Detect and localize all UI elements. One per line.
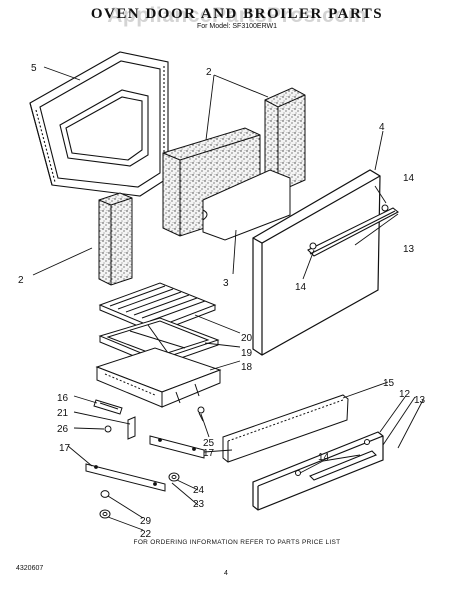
slide-rail-right (149, 435, 205, 459)
slide-rail-left (85, 463, 166, 492)
callout-21: 21 (57, 408, 69, 419)
callout-2-b: 2 (18, 275, 24, 286)
broiler-drawer-body (95, 347, 222, 408)
callout-19: 19 (241, 348, 253, 359)
ordering-note: FOR ORDERING INFORMATION REFER TO PARTS … (133, 539, 341, 546)
callout-20: 20 (241, 333, 253, 344)
callout-17-b: 17 (203, 448, 215, 459)
callout-15: 15 (383, 378, 395, 389)
inner-door-panel (29, 51, 169, 197)
broiler-liner-panel (222, 394, 349, 463)
callout-14: 14 (403, 173, 415, 184)
door-liner-panel (202, 169, 291, 241)
callout-22: 22 (140, 529, 152, 540)
leader-lines (32, 66, 424, 531)
callout-17: 17 (59, 443, 71, 454)
broiler-drawer-front (252, 431, 384, 511)
callout-14-c: 14 (318, 452, 330, 463)
diagram-number: 4320607 (16, 565, 44, 572)
screw-26 (104, 425, 112, 433)
screw-25 (197, 406, 205, 422)
roller-29-22 (99, 490, 111, 519)
callout-16: 16 (57, 393, 69, 404)
broiler-grid (98, 282, 217, 334)
callout-4: 4 (379, 122, 385, 133)
roller-24-23 (168, 472, 180, 482)
burner-bracket (93, 399, 123, 415)
callout-5: 5 (31, 63, 37, 74)
clip-21 (127, 416, 136, 440)
broiler-handle (309, 450, 377, 481)
callout-14-b: 14 (295, 282, 307, 293)
callout-23: 23 (193, 499, 205, 510)
door-handle (307, 207, 400, 257)
outer-oven-door (252, 169, 381, 356)
callout-2: 2 (206, 67, 212, 78)
callout-29: 29 (140, 516, 152, 527)
callout-25: 25 (203, 438, 215, 449)
model-subtitle: For Model: SF3100ERW1 (196, 23, 277, 30)
broiler-pan (98, 317, 220, 367)
insulation-block-left (98, 192, 133, 286)
callout-18: 18 (241, 362, 253, 373)
callout-12: 12 (399, 389, 411, 400)
callout-numbers: 5 2 4 14 13 2 3 14 20 19 18 16 21 26 25 … (18, 63, 426, 540)
callout-3: 3 (223, 278, 229, 289)
callout-13-b: 13 (414, 395, 426, 406)
callout-24: 24 (193, 485, 205, 496)
page-title: OVEN DOOR AND BROILER PARTS (90, 6, 384, 22)
callout-13: 13 (403, 244, 415, 255)
callout-26: 26 (57, 424, 69, 435)
page-number: 4 (224, 570, 228, 577)
handle-mount-screws (309, 204, 389, 250)
